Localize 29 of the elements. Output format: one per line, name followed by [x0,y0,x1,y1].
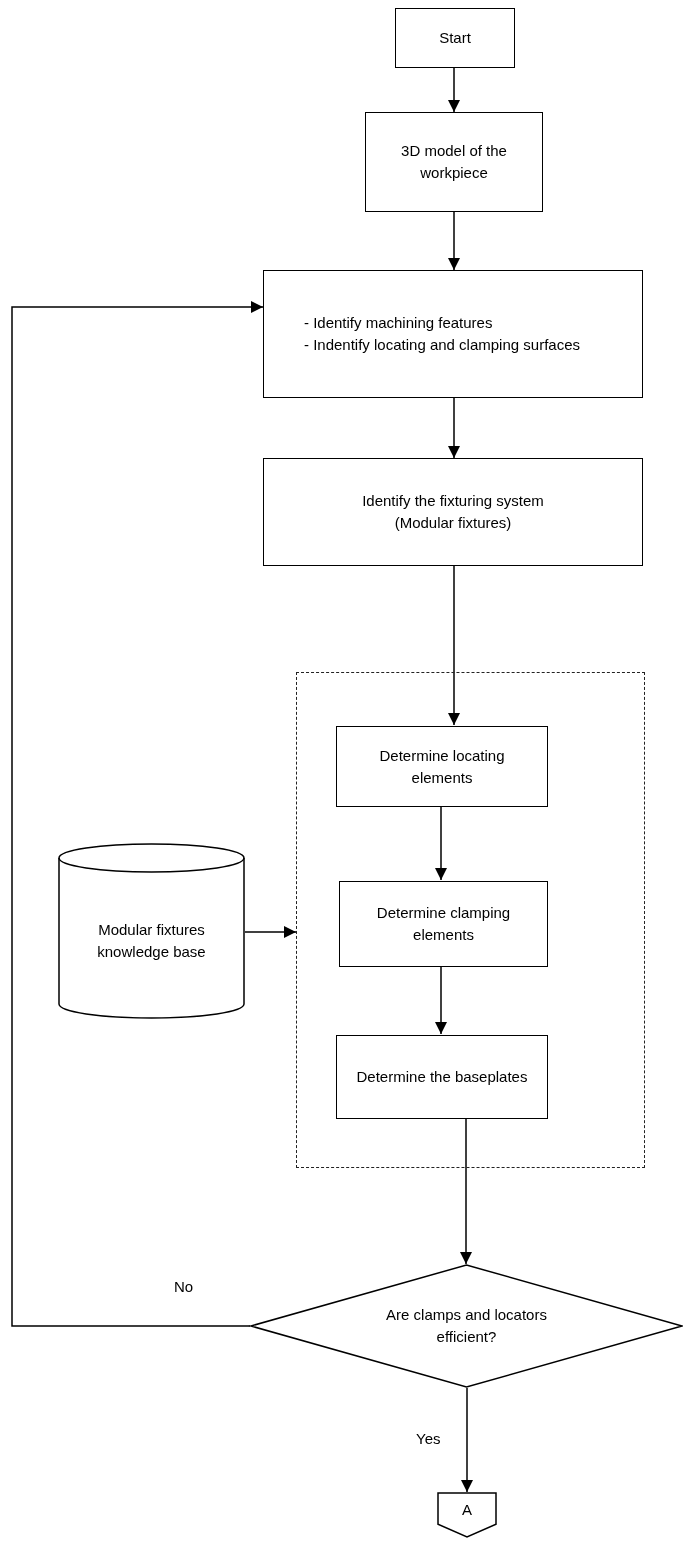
node-text: Are clamps and locators efficient? [385,1305,548,1347]
arrow [448,397,460,459]
arrow [460,1117,472,1265]
process-box [336,726,548,807]
node-text: - Indentify locating and clamping surfaces [303,335,581,355]
process-box [339,881,548,967]
arrow [244,926,297,938]
node-text: Modular fixtures knowledge base [96,920,207,962]
node-text: Determine the baseplates [355,1067,529,1088]
arrow [435,965,447,1035]
arrow [11,301,264,1327]
process-box [263,270,643,398]
node-text: A [461,1500,473,1521]
arrow [448,565,460,726]
node-text: 3D model of the workpiece [400,141,508,183]
arrow [448,211,460,271]
process-box [336,1035,548,1119]
node-text: Determine clamping elements [375,903,512,945]
process-box [395,8,515,68]
dashed-group-box [296,672,645,1168]
arrow [448,67,460,113]
node-text: Determine locating elements [378,745,506,788]
process-box [365,112,543,212]
arrow [461,1387,473,1493]
process-box [263,458,643,566]
node-text: Identify the fixturing system (Modular fixtures) [361,491,545,533]
arrow [435,805,447,881]
node-text: Start [438,28,472,49]
node-text: - Identify machining features [303,313,494,334]
